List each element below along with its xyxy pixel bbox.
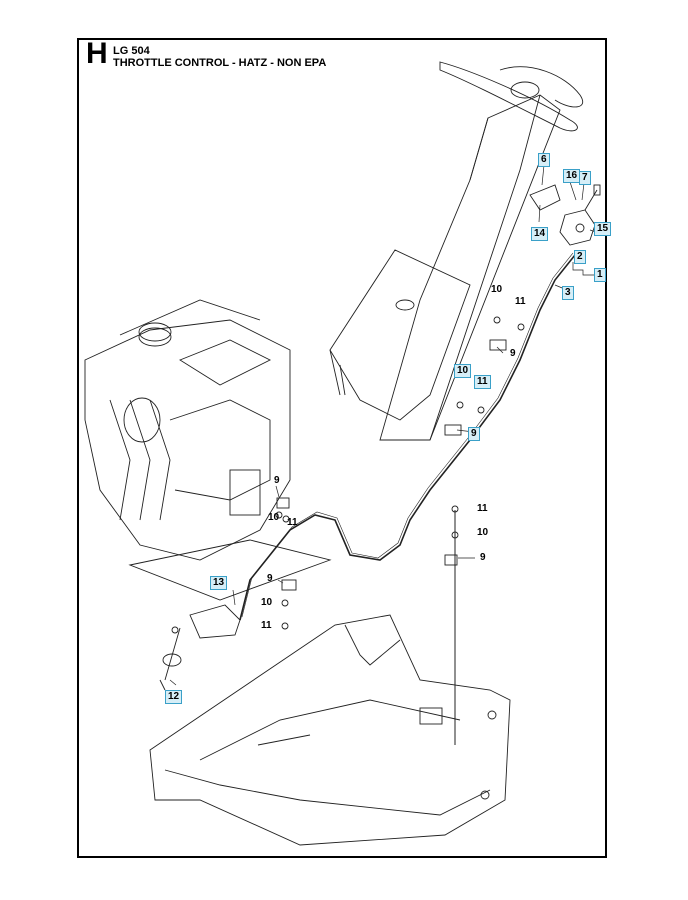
callout-11[interactable]: 11 (515, 296, 526, 307)
callout-3[interactable]: 3 (562, 286, 574, 300)
callout-12[interactable]: 12 (165, 690, 183, 704)
section-letter: H (86, 37, 108, 70)
callout-6[interactable]: 6 (538, 153, 550, 167)
callout-10-engine[interactable]: 10 (268, 512, 280, 523)
callout-11-rod[interactable]: 11 (477, 503, 488, 514)
callout-11-engine[interactable]: 11 (287, 517, 298, 528)
callout-9-lower[interactable]: 9 (267, 573, 273, 584)
throttle-cable (239, 252, 576, 621)
callout-15[interactable]: 15 (594, 222, 612, 236)
callout-11-boxed[interactable]: 11 (474, 375, 491, 389)
callout-10-boxed[interactable]: 10 (454, 364, 472, 378)
callout-9-rod[interactable]: 9 (480, 552, 486, 563)
callout-1[interactable]: 1 (594, 268, 606, 282)
engine-base-outline (128, 539, 332, 601)
engine (84, 299, 291, 561)
chassis-frame (149, 614, 511, 846)
callout-11-lower[interactable]: 11 (261, 620, 272, 631)
callout-9[interactable]: 9 (510, 348, 516, 359)
callout-2[interactable]: 2 (574, 250, 586, 264)
diagram-title: THROTTLE CONTROL - HATZ - NON EPA (113, 57, 327, 69)
diagram-frame (77, 38, 607, 858)
model-name: LG 504 (113, 45, 150, 57)
governor-linkage (159, 604, 241, 691)
callout-9-boxed[interactable]: 9 (468, 427, 480, 441)
callout-10[interactable]: 10 (491, 284, 503, 295)
leader-lines (169, 164, 597, 686)
callout-13[interactable]: 13 (210, 576, 228, 590)
brackets-hardware (275, 316, 525, 630)
vertical-rod (444, 510, 458, 745)
callout-9-engine[interactable]: 9 (274, 475, 280, 486)
column-bracket (329, 249, 471, 421)
callout-16[interactable]: 16 (563, 169, 581, 183)
steering-wheel (439, 61, 583, 132)
throttle-lever (529, 184, 601, 246)
callout-10-lower[interactable]: 10 (261, 597, 273, 608)
callout-14[interactable]: 14 (531, 227, 549, 241)
steering-column (379, 94, 561, 441)
callout-10-rod[interactable]: 10 (477, 527, 489, 538)
callout-7[interactable]: 7 (579, 171, 591, 185)
